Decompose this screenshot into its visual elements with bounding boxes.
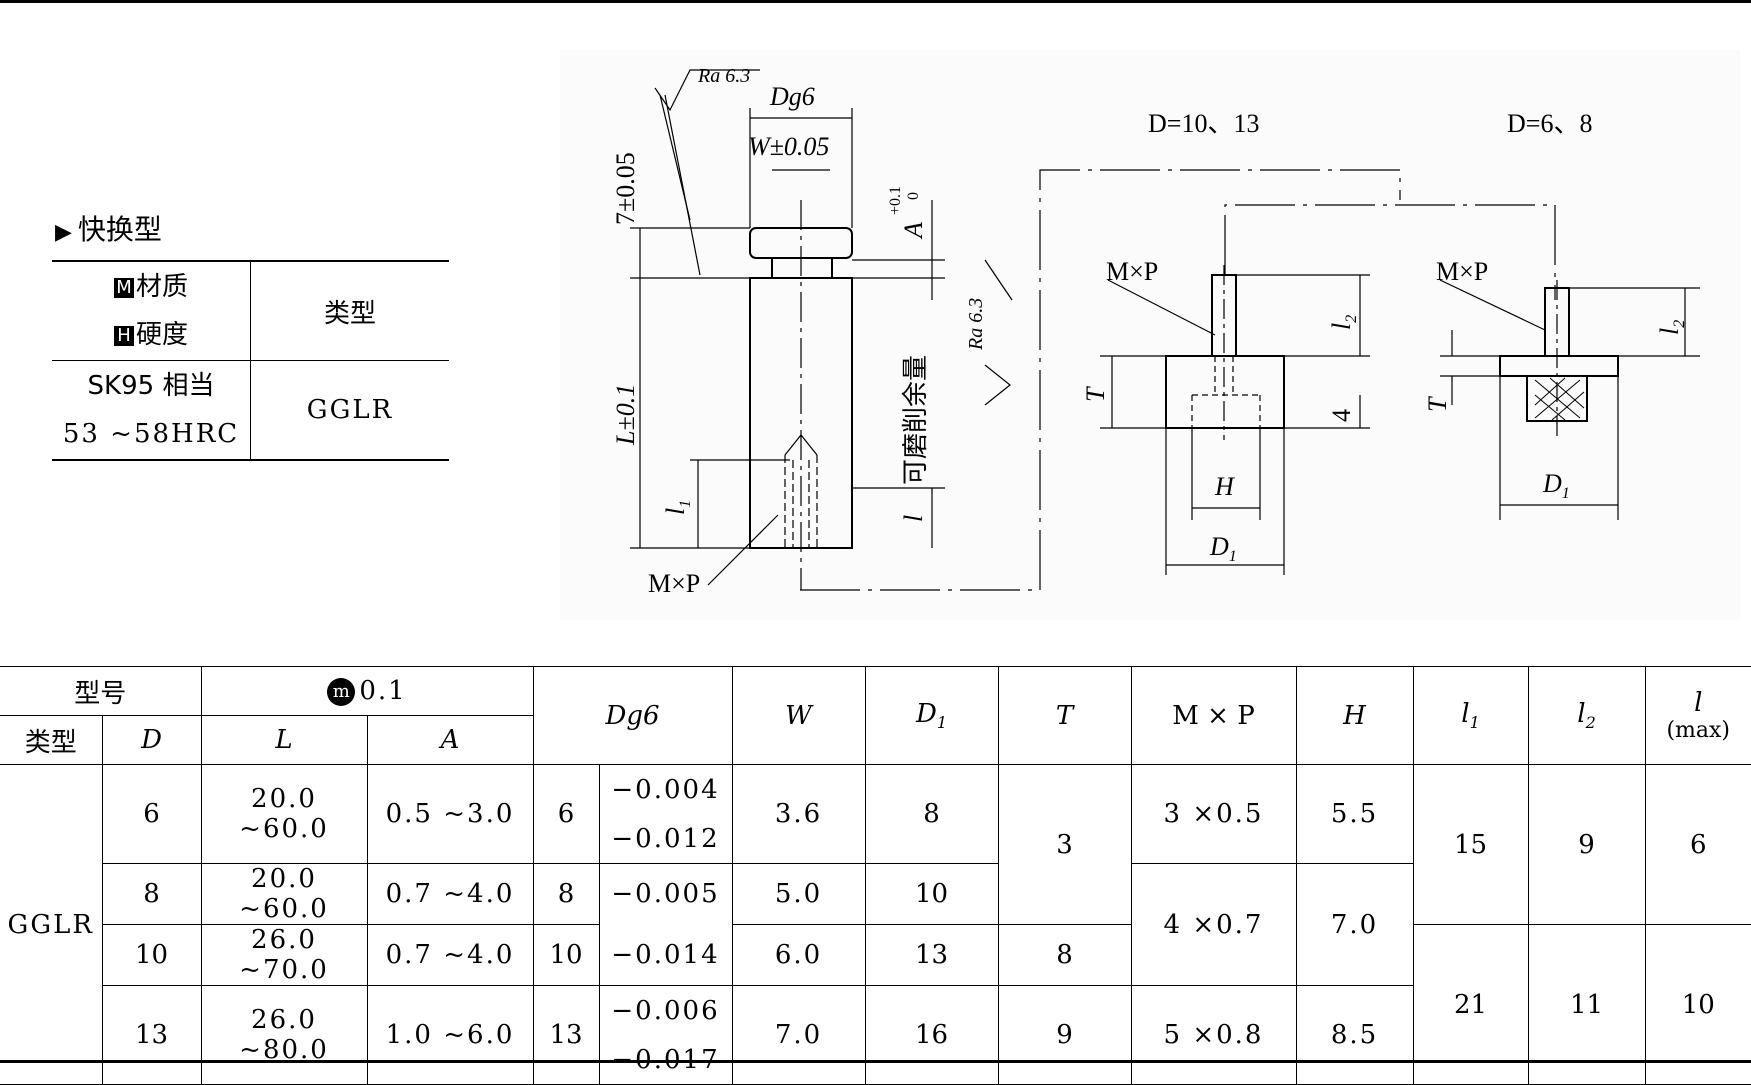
table-cell-h: 7.0 [1295, 863, 1414, 986]
l-max-header: l(max) [1644, 666, 1751, 765]
table-cell-d1: 10 [864, 863, 999, 925]
table-cell-L: 20.0 ~60.0 [200, 764, 368, 864]
l2-header: l2 [1527, 666, 1646, 765]
bottom-rule [0, 1060, 1751, 1063]
d1-b-label: D1 [1542, 469, 1570, 502]
table-cell-l2: 11 [1527, 924, 1646, 1085]
type-value: GGLR [0, 764, 103, 1085]
d1-header: D1 [864, 666, 999, 765]
w-header: W [731, 666, 866, 765]
h-header: H [1295, 666, 1414, 765]
variant-a-title: D=10、13 [1148, 109, 1259, 138]
table-cell-l2: 9 [1527, 764, 1646, 925]
l1-label: l1 [661, 500, 694, 515]
table-cell-A: 0.7 ~4.0 [366, 863, 534, 925]
mxp-bottom-label: M×P [648, 569, 700, 598]
dg6-header: Dg6 [532, 666, 733, 765]
type-header: 类型 [250, 260, 449, 361]
A-header: A [366, 715, 534, 765]
hardness-icon: H [113, 325, 134, 346]
table-cell-t: 8 [997, 924, 1132, 986]
table-cell-dg6: 8 [532, 863, 600, 925]
table-cell-t: 9 [997, 985, 1132, 1085]
model-header: 型号 [0, 666, 202, 716]
pin-neck [771, 257, 833, 279]
table-cell-dg6: 13 [532, 985, 600, 1085]
table-cell-l1: 15 [1412, 764, 1529, 925]
table-cell-d1: 16 [864, 985, 999, 1085]
d1-a-label: D1 [1209, 532, 1237, 565]
seven-tol-label: 7±0.05 [611, 152, 640, 225]
ra-top-label: Ra 6.3 [697, 65, 750, 87]
four-label: 4 [1327, 409, 1356, 422]
table-cell-mxp: 4 ×0.7 [1130, 863, 1297, 986]
technical-drawing: Ra 6.3 Dg6 W±0.05 7±0.05 A +0.1 0 L±0.1 … [560, 50, 1740, 620]
grind-allowance-label: 可磨削余量 [901, 355, 931, 485]
a-sub-label: 0 [905, 192, 922, 200]
table-cell-d: 6 [101, 764, 202, 864]
mxp-header: M × P [1130, 666, 1297, 765]
mxp-a-label: M×P [1106, 257, 1158, 286]
table-cell-tol-lower: −0.012 [598, 814, 733, 864]
triangle-bullet-icon: ▶ [55, 220, 72, 245]
table-cell-d1: 13 [864, 924, 999, 986]
table-cell-w: 3.6 [731, 764, 866, 864]
h-a-label: H [1214, 472, 1235, 501]
ra-side-label: Ra 6.3 [965, 298, 987, 351]
table-cell-mxp: 3 ×0.5 [1130, 764, 1297, 864]
table-cell-dg6: 10 [532, 924, 600, 986]
table-cell-tol-upper: −0.006 [598, 985, 733, 1035]
type-value: GGLR [250, 360, 449, 461]
w-tol-label: W±0.05 [748, 132, 829, 161]
table-cell-h: 8.5 [1295, 985, 1414, 1085]
mxp-b-label: M×P [1436, 257, 1488, 286]
t-a-label: T [1081, 386, 1110, 402]
material-value: SK95 相当 53 ~58HRC [52, 360, 251, 461]
table-cell-A: 0.5 ~3.0 [366, 764, 534, 864]
table-cell-d: 8 [101, 863, 202, 925]
section-heading: ▶快换型 [55, 213, 162, 246]
tolerance-icon: m [327, 678, 356, 706]
d-header: D [101, 715, 202, 765]
table-cell-w: 6.0 [731, 924, 866, 986]
type-header: 类型 [0, 715, 103, 765]
a-sup-label: +0.1 [887, 186, 904, 215]
table-cell-h: 5.5 [1295, 764, 1414, 864]
table-cell-d: 13 [101, 985, 202, 1085]
t-b-label: T [1423, 396, 1452, 412]
L-header: L [200, 715, 368, 765]
table-cell-L: 20.0 ~60.0 [200, 863, 368, 925]
table-cell-d1: 8 [864, 764, 999, 864]
table-cell-tol-upper: −0.005 [598, 863, 733, 925]
l-tol-label: L±0.1 [611, 384, 640, 446]
table-cell-t: 3 [997, 764, 1132, 925]
table-cell-L: 26.0 ~70.0 [200, 924, 368, 986]
table-cell-l: 6 [1644, 764, 1751, 925]
a-tol-label: A [899, 222, 928, 240]
l-label: l [899, 515, 928, 522]
t-header: T [997, 666, 1132, 765]
l1-header: l1 [1412, 666, 1529, 765]
dg6-label: Dg6 [769, 82, 815, 111]
table-cell-tol-upper: −0.004 [598, 764, 733, 814]
variant-b-title: D=6、8 [1507, 109, 1592, 138]
table-cell-mxp: 5 ×0.8 [1130, 985, 1297, 1085]
material-icon: M [113, 277, 134, 298]
table-cell-A: 0.7 ~4.0 [366, 924, 534, 986]
table-cell-dg6: 6 [532, 764, 600, 864]
top-rule [0, 0, 1751, 3]
l2-a-label: l2 [1327, 315, 1360, 330]
table-cell-A: 1.0 ~6.0 [366, 985, 534, 1085]
table-cell-w: 5.0 [731, 863, 866, 925]
table-cell-L: 26.0 ~80.0 [200, 985, 368, 1085]
table-cell-tol-lower: −0.014 [598, 924, 733, 986]
table-cell-w: 7.0 [731, 985, 866, 1085]
table-cell-d: 10 [101, 924, 202, 986]
l2-b-label: l2 [1655, 320, 1688, 335]
